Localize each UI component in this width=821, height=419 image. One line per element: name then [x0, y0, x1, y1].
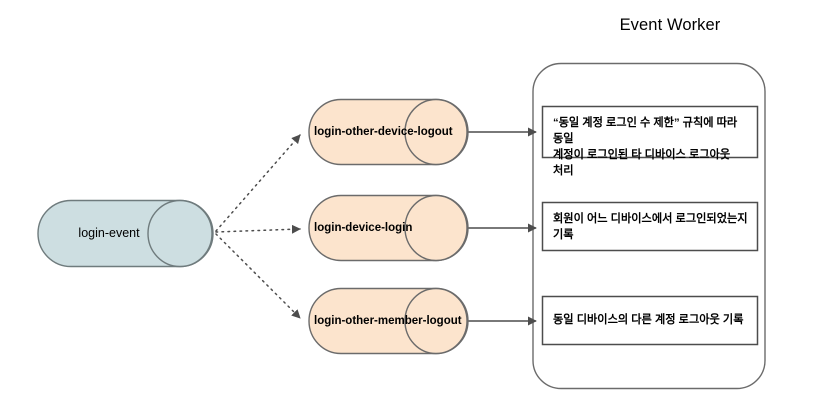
note-box-3 [541, 295, 759, 346]
topic-cylinder-1[interactable] [308, 98, 469, 166]
connector-dotted-to-topic-1 [215, 134, 301, 232]
note-box-2 [541, 201, 759, 252]
topic-cylinder-3[interactable] [308, 287, 469, 355]
connector-dotted-to-topic-3 [215, 233, 301, 319]
note-box-1 [541, 105, 759, 159]
topic-cylinder-2[interactable] [308, 194, 469, 262]
connector-dotted-to-topic-2 [215, 224, 301, 234]
source-cylinder-login-event[interactable] [37, 199, 214, 268]
